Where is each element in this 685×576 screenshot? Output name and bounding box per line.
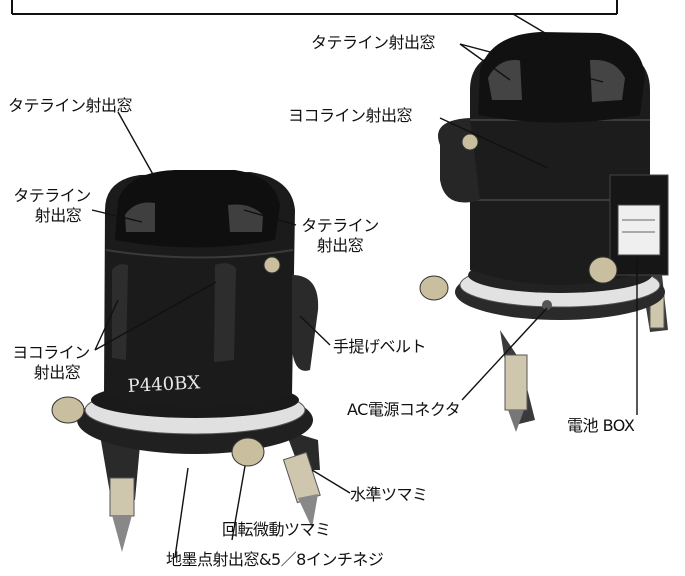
right-laser-level [419,32,669,432]
label-left-vertical-window-2: タテライン 射出窓 [8,186,96,226]
top-callout-box [11,0,618,15]
label-ac-connector: AC電源コネクタ [347,400,461,419]
label-top-right-vertical-window: タテライン射出窓 [311,33,436,52]
label-left-vertical-window-2-line2: 射出窓 [34,206,82,225]
label-ground-point-window: 地墨点射出窓&5／8インチネジ [166,550,384,569]
label-mid-vertical-window-line1: タテライン [301,216,379,235]
label-mid-vertical-window: タテライン 射出窓 [296,216,384,256]
label-handle-belt: 手提げベルト [333,337,427,356]
label-left-vertical-window-2-line1: タテライン [13,186,91,205]
label-right-horizontal-window: ヨコライン射出窓 [288,106,413,125]
label-top-left-vertical-window: タテライン射出窓 [8,96,133,115]
leader-lines [91,13,638,558]
label-left-horizontal-window: ヨコライン 射出窓 [6,343,96,383]
label-mid-vertical-window-line2: 射出窓 [316,236,364,255]
label-level-knob: 水準ツマミ [350,485,428,504]
model-badge: P440BX [127,372,201,397]
label-fine-rotation-knob: 回転微動ツマミ [222,520,331,539]
left-laser-level [51,170,321,552]
label-battery-box: 電池 BOX [567,416,635,435]
label-left-horizontal-window-line1: ヨコライン [12,343,90,362]
label-left-horizontal-window-line2: 射出窓 [33,363,81,382]
